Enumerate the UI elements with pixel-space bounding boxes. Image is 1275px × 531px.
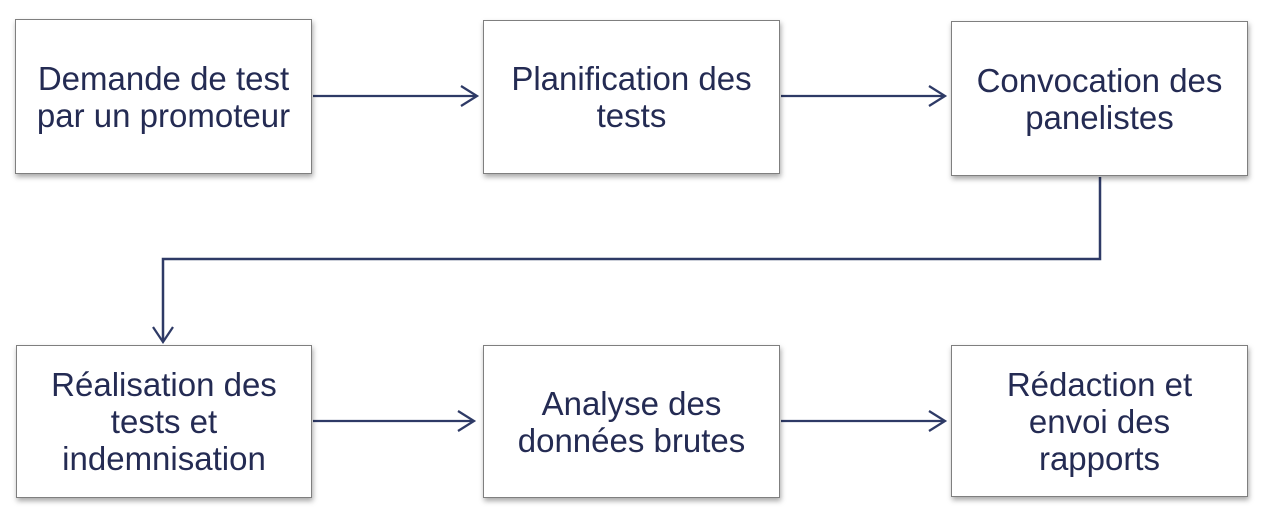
connector-realisation-to-analyse bbox=[313, 410, 477, 432]
flow-node-label: Convocation des panelistes bbox=[976, 61, 1223, 136]
arrowhead-right-icon bbox=[928, 85, 948, 107]
connector-demande-to-planification bbox=[313, 85, 480, 107]
connector-convocation-to-realisation bbox=[152, 177, 1102, 345]
flow-node-demande-test: Demande de test par un promoteur bbox=[15, 19, 312, 174]
arrowhead-right-icon bbox=[457, 410, 477, 432]
flow-node-label: Demande de test par un promoteur bbox=[36, 59, 291, 134]
arrowhead-right-icon bbox=[928, 410, 948, 432]
arrowhead-right-icon bbox=[460, 85, 480, 107]
connector-analyse-to-redaction bbox=[781, 410, 948, 432]
flow-node-convocation-panelistes: Convocation des panelistes bbox=[951, 21, 1248, 176]
arrowhead-down-icon bbox=[152, 326, 174, 345]
flow-node-label: Réalisation des tests et indemnisation bbox=[51, 366, 277, 477]
flow-node-label: Analyse des données brutes bbox=[517, 384, 746, 459]
connector-planification-to-convocation bbox=[781, 85, 948, 107]
flow-node-analyse-donnees: Analyse des données brutes bbox=[483, 345, 780, 498]
flow-node-planification-tests: Planification des tests bbox=[483, 20, 780, 174]
flow-node-redaction-rapports: Rédaction et envoi des rapports bbox=[951, 345, 1248, 497]
flow-node-realisation-tests: Réalisation des tests et indemnisation bbox=[16, 345, 312, 498]
flow-node-label: Planification des tests bbox=[511, 60, 752, 134]
flow-node-label: Rédaction et envoi des rapports bbox=[1006, 365, 1193, 477]
